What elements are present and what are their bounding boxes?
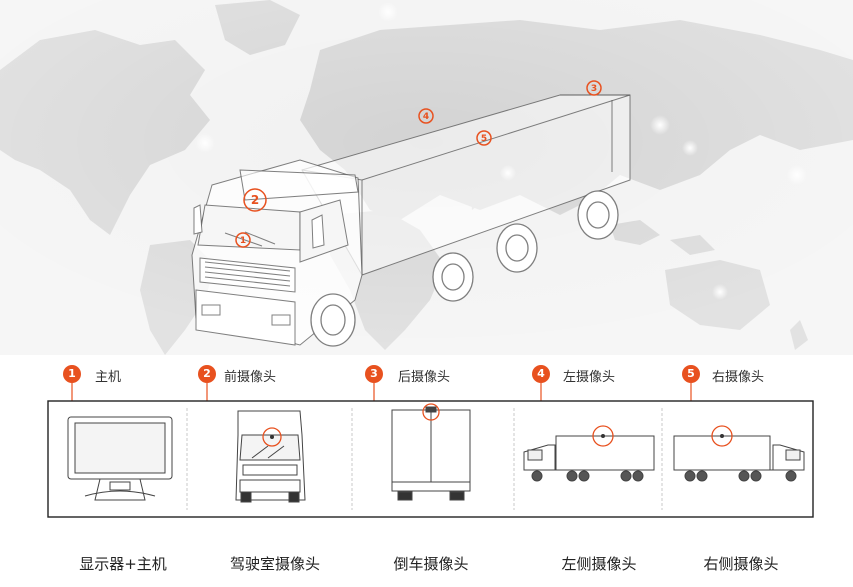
ring-4 xyxy=(418,108,434,124)
rear-view-drawing xyxy=(391,403,471,501)
ring-5 xyxy=(476,130,492,146)
marker-1-badge: 1 xyxy=(63,365,81,383)
caption-right-camera: 右侧摄像头 xyxy=(703,555,779,573)
world-map-background xyxy=(0,0,853,355)
panel-dividers xyxy=(186,408,663,510)
caption-monitor-host: 显示器+主机 xyxy=(79,555,167,573)
svg-text:1: 1 xyxy=(240,236,246,246)
marker-5-badge: 5 xyxy=(682,365,700,383)
marker-2-label: 前摄像头 xyxy=(224,370,277,385)
marker-3-label: 后摄像头 xyxy=(398,370,451,385)
marker-2-badge: 2 xyxy=(198,365,216,383)
ring-2 xyxy=(243,188,267,212)
svg-text:3: 3 xyxy=(591,84,597,94)
marker-5-label: 右摄像头 xyxy=(712,370,765,385)
monitor-host-drawing xyxy=(67,416,173,501)
marker-4-label: 左摄像头 xyxy=(563,370,616,385)
marker-3-badge: 3 xyxy=(365,365,383,383)
cab-front-drawing xyxy=(235,410,306,503)
right-side-truck-drawing xyxy=(673,425,805,482)
caption-cab-camera: 驾驶室摄像头 xyxy=(229,555,321,573)
truck-illustration xyxy=(191,94,631,347)
svg-text:5: 5 xyxy=(481,134,487,144)
caption-left-camera: 左侧摄像头 xyxy=(561,555,637,573)
marker-4-badge: 4 xyxy=(532,365,550,383)
caption-rear-camera: 倒车摄像头 xyxy=(393,555,469,573)
ring-3 xyxy=(586,80,602,96)
left-side-truck-drawing xyxy=(523,425,655,482)
camera-position-rings xyxy=(235,80,602,248)
marker-1-label: 主机 xyxy=(95,370,122,385)
svg-text:4: 4 xyxy=(423,112,429,122)
ring-1 xyxy=(235,232,251,248)
svg-text:2: 2 xyxy=(251,193,259,207)
camera-position-numbers: 2 1 4 5 3 xyxy=(240,84,597,246)
